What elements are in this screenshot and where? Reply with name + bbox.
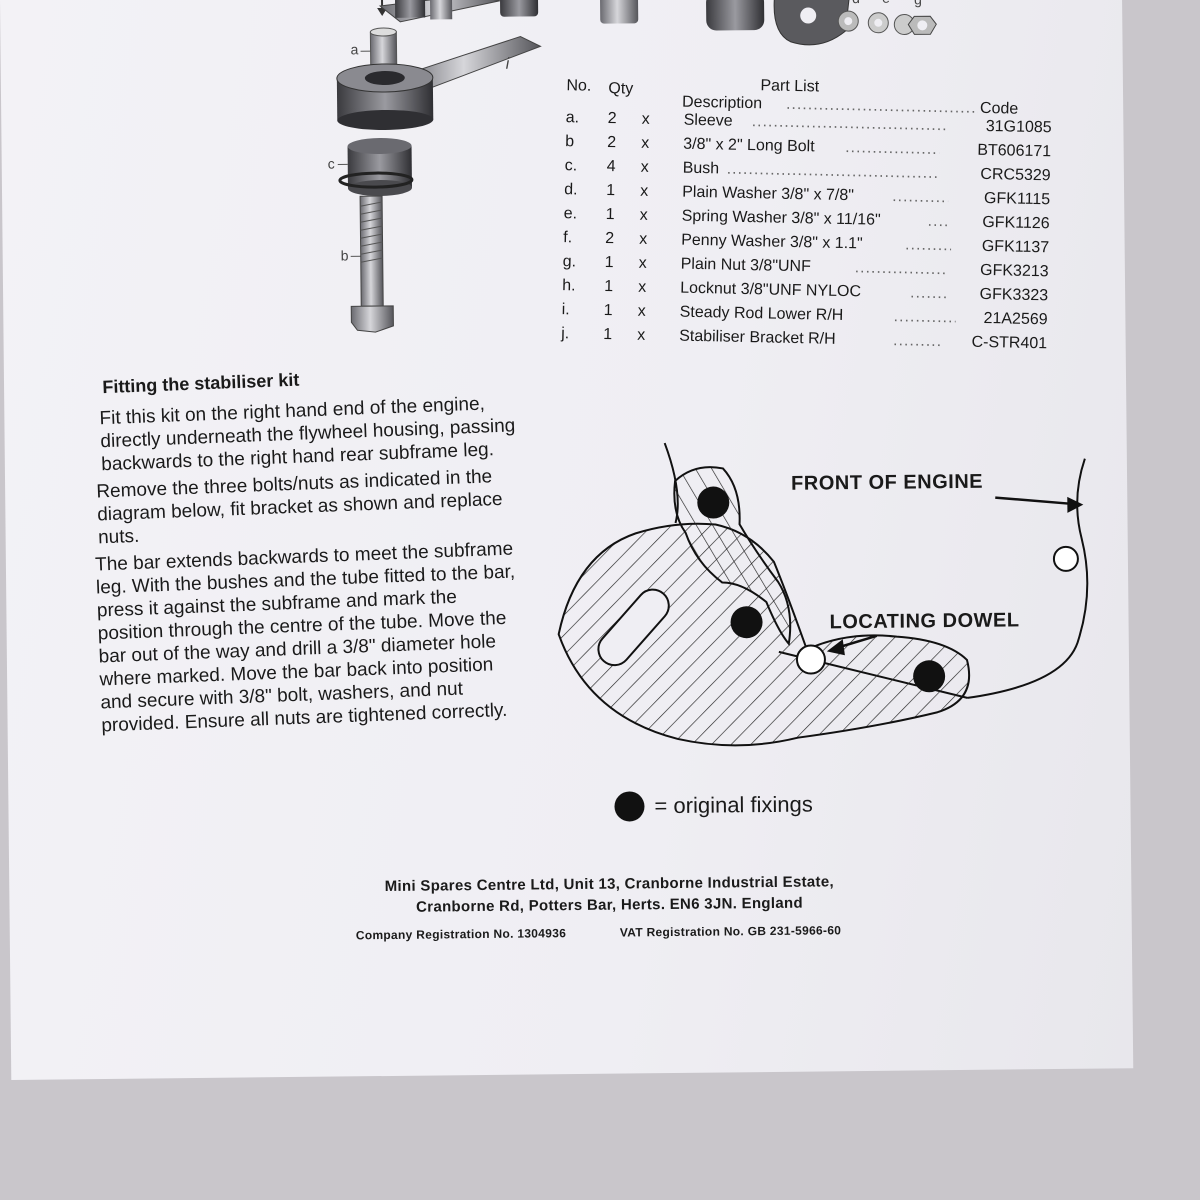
part-description: Stabiliser Bracket R/H — [679, 327, 836, 348]
legend-text: = original fixings — [654, 791, 813, 819]
leader-dots: ............................. — [854, 259, 947, 280]
part-description: Locknut 3/8"UNF NYLOC — [680, 279, 862, 301]
vat-registration: VAT Registration No. GB 231-5966-60 — [619, 923, 842, 940]
company-address: Mini Spares Centre Ltd, Unit 13, Cranbor… — [349, 871, 869, 918]
fixing-dot — [697, 486, 730, 519]
part-no: e. — [563, 205, 578, 223]
legend: = original fixings — [614, 790, 813, 822]
leader-dots: .............. — [904, 236, 952, 255]
part-description: Bush — [682, 159, 720, 178]
part-description: Sleeve — [683, 111, 733, 130]
part-code: GFK3213 — [979, 261, 1049, 281]
leader-dots: ........................................… — [726, 160, 939, 184]
part-times: x — [639, 230, 648, 248]
instructions-paragraph: Remove the three bolts/nuts as indicated… — [95, 466, 503, 549]
part-times: x — [640, 158, 649, 176]
part-description: Plain Nut 3/8"UNF — [680, 255, 812, 276]
part-times: x — [641, 110, 650, 128]
part-no: i. — [561, 301, 570, 319]
part-list-title: Part List — [760, 77, 820, 96]
fitting-instructions: Fitting the stabiliser kit Fit this kit … — [74, 360, 528, 742]
part-description: Spring Washer 3/8" x 11/16" — [681, 207, 881, 229]
locating-dowel — [795, 644, 826, 675]
part-code: GFK1137 — [981, 237, 1050, 257]
part-times: x — [637, 326, 646, 344]
part-no: h. — [562, 277, 576, 295]
instructions-paragraph: The bar extends backwards to meet the su… — [94, 538, 516, 737]
part-qty: 2 — [605, 230, 615, 248]
part-qty: 1 — [603, 302, 613, 320]
header-code: Code — [979, 99, 1019, 118]
part-no: d. — [564, 181, 578, 199]
header-description: Description — [681, 93, 763, 113]
part-no: c. — [564, 157, 578, 175]
part-times: x — [640, 182, 649, 200]
part-description: Plain Washer 3/8" x 7/8" — [682, 183, 855, 205]
fixing-dot — [913, 660, 946, 693]
leader-dots: .................. — [891, 188, 949, 208]
fixing-dot — [730, 606, 763, 639]
part-qty: 2 — [607, 110, 617, 128]
part-code: 21A2569 — [983, 309, 1048, 329]
part-code: GFK1126 — [982, 213, 1050, 233]
part-code: BT606171 — [977, 141, 1052, 161]
leader-dots: ....... — [927, 212, 950, 231]
part-code: 31G1085 — [985, 117, 1052, 137]
leader-dots: ............ — [909, 284, 949, 303]
label-c: c — [328, 156, 335, 172]
part-qty: 1 — [604, 278, 614, 296]
leader-dots: ........................................… — [751, 113, 946, 136]
document-sheet: a i c b d e g Part List N — [0, 0, 1134, 1080]
label-e: e — [882, 0, 890, 6]
part-qty: 1 — [603, 326, 613, 344]
header-no: No. — [566, 77, 592, 95]
part-code: C-STR401 — [971, 333, 1048, 353]
part-qty: 1 — [605, 206, 615, 224]
part-description: Steady Rod Lower R/H — [679, 303, 844, 325]
part-no: a. — [565, 109, 580, 127]
part-no: b — [565, 133, 575, 151]
label-g: g — [914, 0, 922, 7]
header-qty: Qty — [608, 80, 634, 98]
locating-dowel-label: LOCATING DOWEL — [829, 609, 1020, 634]
part-times: x — [639, 206, 648, 224]
part-times: x — [638, 254, 647, 272]
fixing-dot-icon — [614, 791, 645, 822]
part-times: x — [637, 302, 646, 320]
part-description: Penny Washer 3/8" x 1.1" — [681, 231, 863, 253]
company-registration: Company Registration No. 1304936 — [355, 926, 567, 943]
leader-dots: ............... — [892, 332, 942, 351]
front-of-engine-label: FRONT OF ENGINE — [790, 470, 984, 495]
part-code: GFK1115 — [983, 189, 1051, 209]
bracket-diagram — [557, 442, 1089, 747]
part-description: 3/8" x 2" Long Bolt — [683, 135, 815, 156]
part-times: x — [641, 134, 650, 152]
part-no: j. — [561, 325, 570, 343]
exploded-view-illustration: a i c b d e g — [328, 0, 937, 333]
part-qty: 2 — [607, 134, 617, 152]
part-qty: 1 — [604, 254, 614, 272]
part-times: x — [638, 278, 647, 296]
part-code: CRC5329 — [980, 165, 1051, 185]
leader-dots: .............................. — [844, 139, 940, 160]
part-code: GFK3323 — [979, 285, 1049, 305]
leader-dots: .................... — [893, 308, 956, 328]
part-no: g. — [562, 253, 577, 271]
label-a: a — [350, 41, 358, 57]
part-qty: 1 — [606, 182, 616, 200]
label-b: b — [341, 247, 349, 263]
label-d: d — [852, 0, 860, 6]
instructions-paragraph: Fit this kit on the right hand end of th… — [99, 393, 516, 476]
part-no: f. — [563, 229, 573, 247]
hole-circle — [1052, 545, 1079, 572]
part-qty: 4 — [606, 158, 616, 176]
label-i: i — [506, 56, 510, 73]
address-line-2: Cranborne Rd, Potters Bar, Herts. EN6 3J… — [416, 894, 803, 916]
